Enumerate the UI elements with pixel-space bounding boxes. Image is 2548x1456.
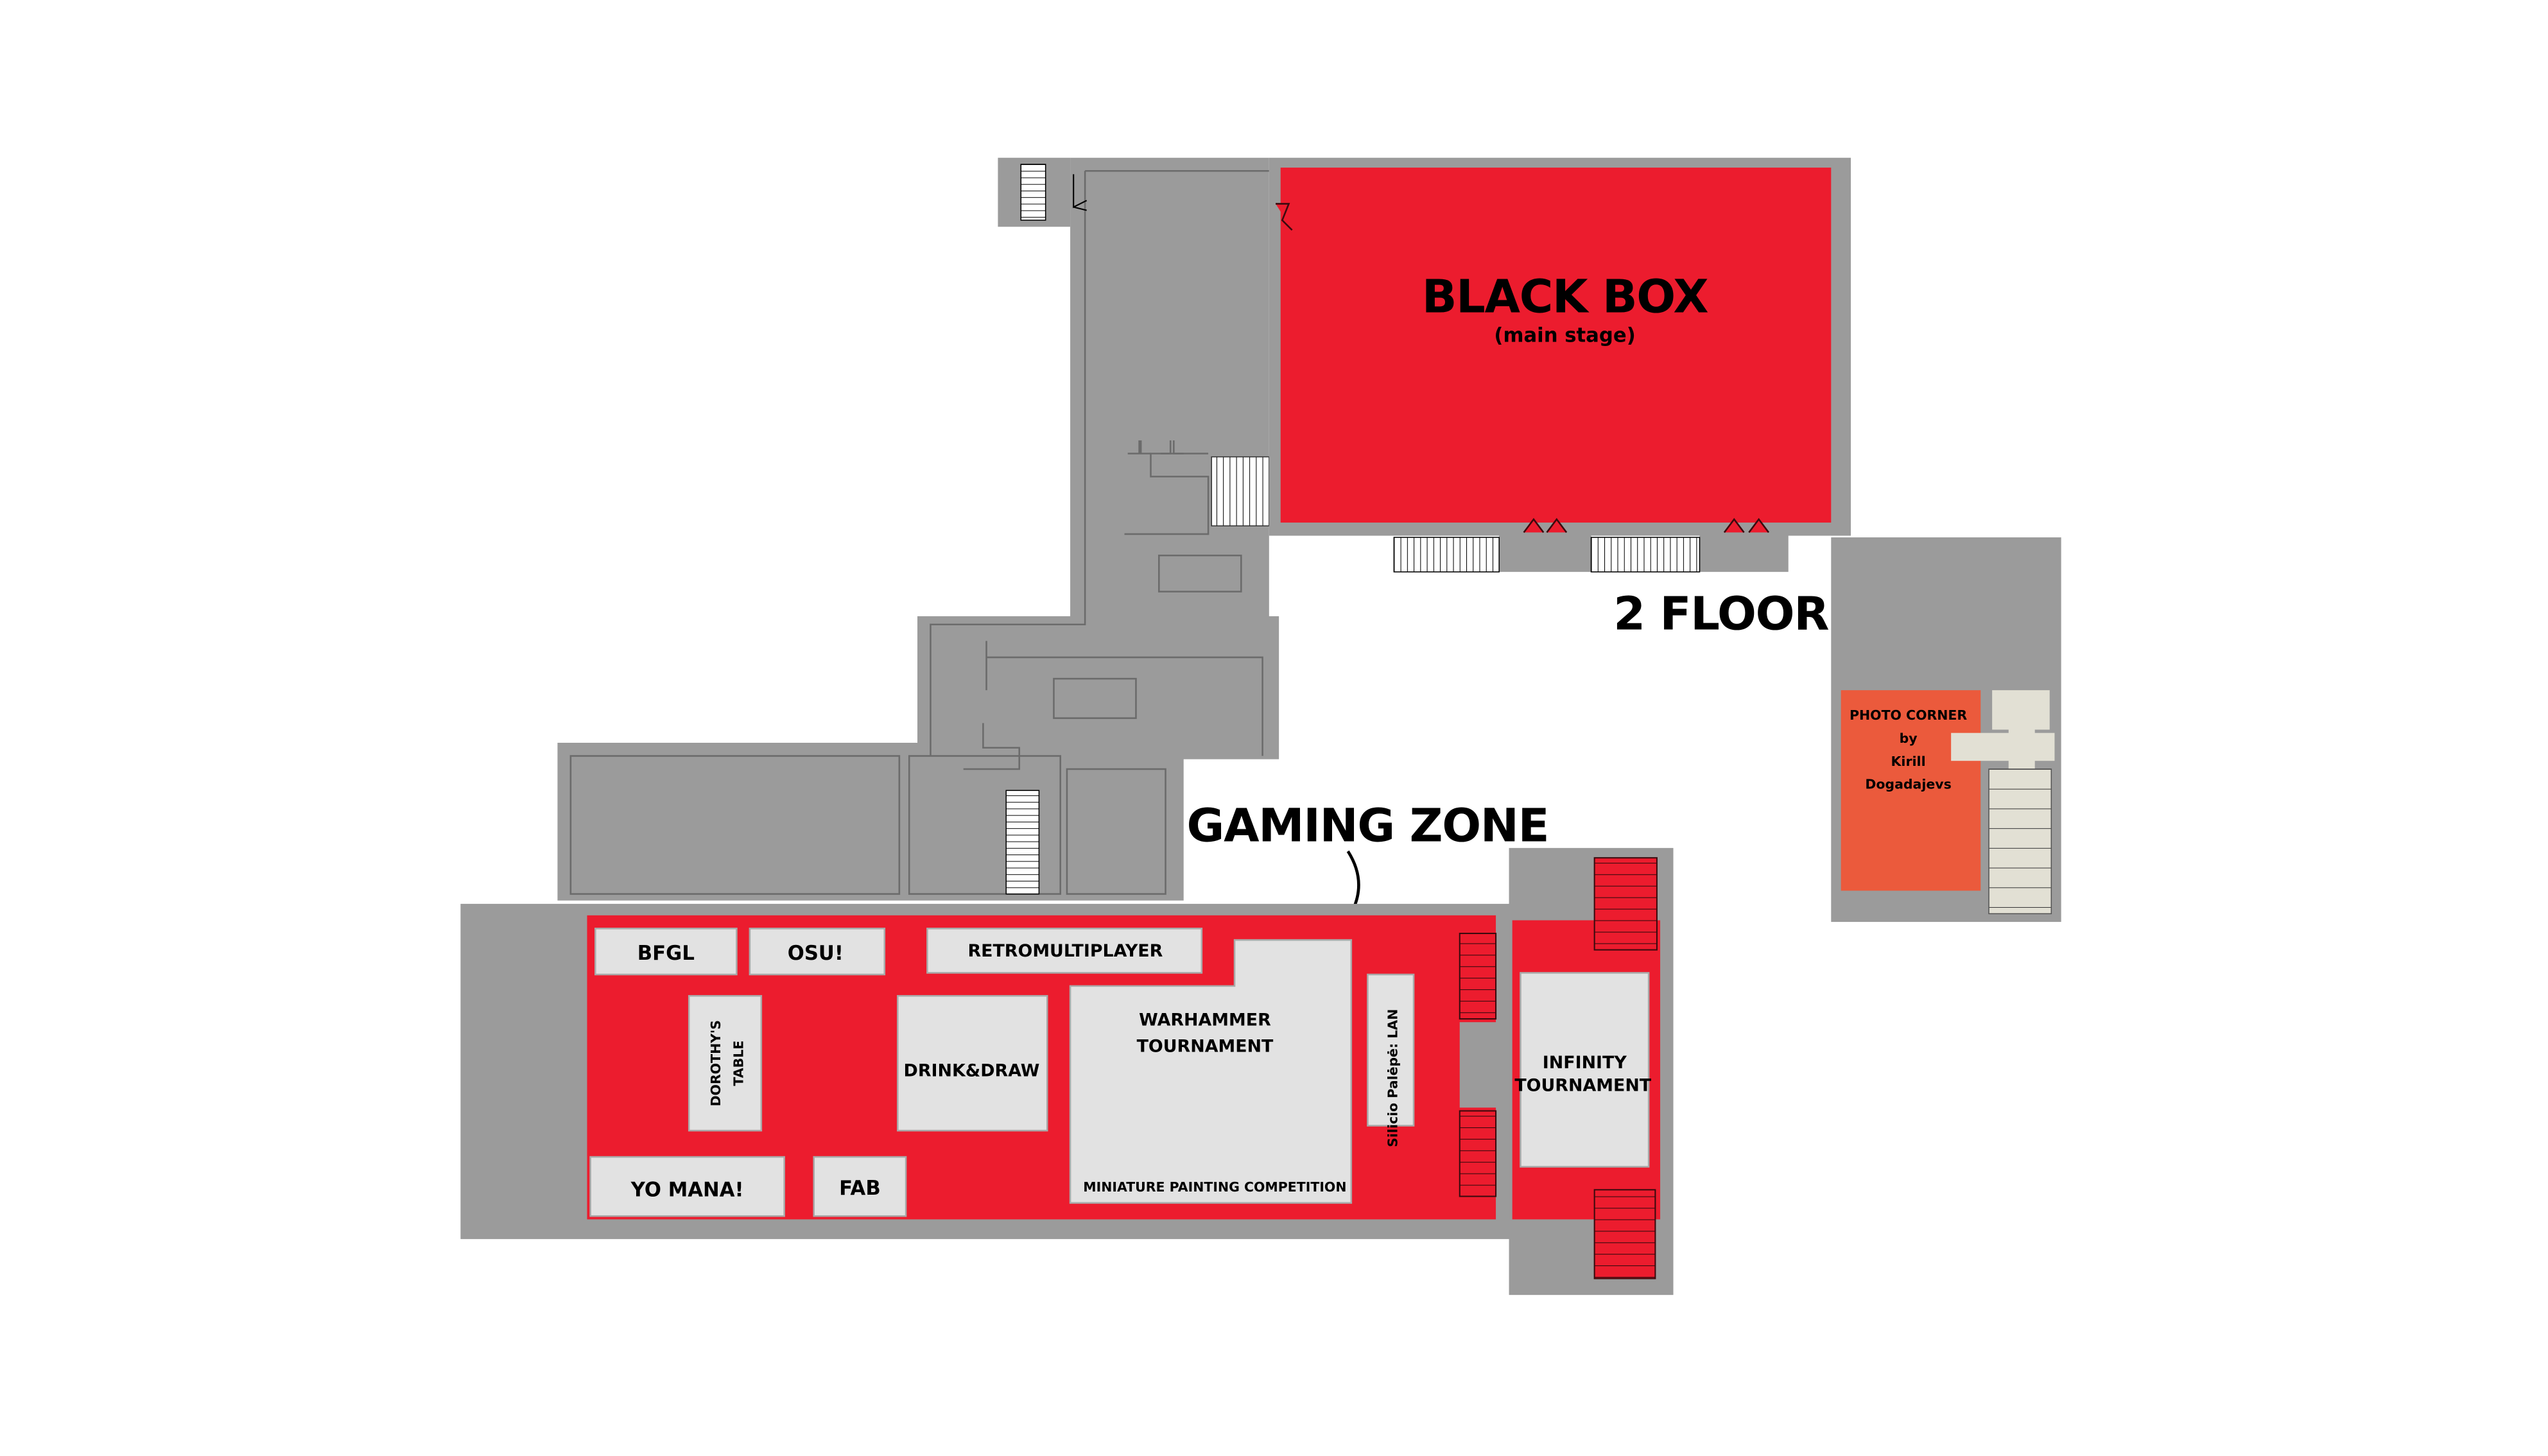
room-silicio-lan[interactable]: Silicio Palėpė: LAN (1367, 973, 1415, 1147)
room-label: TOURNAMENT (1137, 1036, 1274, 1056)
stairs-icon (1590, 537, 1701, 573)
stairs-icon (1459, 932, 1497, 1020)
room-fab[interactable]: FAB (813, 1156, 907, 1217)
room-retromultiplayer[interactable]: RETROMULTIPLAYER (926, 928, 1203, 974)
photo-corner-author-first: Kirill (1891, 754, 1926, 769)
gaming-zone-title: GAMING ZONE (1187, 799, 1549, 853)
room-label: TABLE (731, 1041, 747, 1086)
black-box-title: BLACK BOX (1422, 269, 1708, 323)
black-box-room (1280, 168, 1832, 523)
room-label: Silicio Palėpė: LAN (1385, 1009, 1400, 1147)
gaming-zone: BFGL OSU! RETROMULTIPLAYER DOROTHY'S TAB… (460, 847, 1674, 1296)
room-yo-mana[interactable]: YO MANA! (589, 1156, 785, 1217)
room-label: RETROMULTIPLAYER (967, 941, 1163, 961)
photo-corner-room (1841, 690, 1981, 891)
black-box-subtitle: (main stage) (1494, 324, 1635, 347)
stairs-icon (1593, 857, 1658, 951)
room-label: INFINITY (1543, 1053, 1627, 1073)
room-label: WARHAMMER (1139, 1010, 1271, 1030)
photo-corner-label: PHOTO CORNER (1850, 707, 1967, 723)
room-label: OSU! (788, 942, 844, 965)
room-label: YO MANA! (630, 1179, 744, 1202)
upper-building: BLACK BOX (main stage) (557, 157, 1851, 901)
room-bfgl[interactable]: BFGL (594, 928, 738, 976)
stairs-icon (1020, 164, 1046, 221)
room-osu[interactable]: OSU! (749, 928, 886, 976)
room-warhammer[interactable]: WARHAMMER TOURNAMENT MINIATURE PAINTING … (1069, 939, 1353, 1204)
room-drink-draw[interactable]: DRINK&DRAW (897, 994, 1048, 1132)
room-infinity[interactable]: INFINITY TOURNAMENT (1514, 972, 1652, 1168)
room-label: MINIATURE PAINTING COMPETITION (1083, 1179, 1346, 1195)
photo-corner-area: PHOTO CORNER by Kirill Dogadajevs (1831, 537, 2061, 923)
room-label: DRINK&DRAW (904, 1061, 1040, 1081)
room-label: DOROTHY'S (708, 1020, 724, 1106)
floor-label: 2 FLOOR (1613, 586, 1828, 640)
stairs-icon (1393, 537, 1500, 573)
room-label: BFGL (637, 942, 695, 965)
photo-corner-by: by (1900, 731, 1918, 746)
stairs-icon (1459, 1110, 1497, 1197)
room-label: TOURNAMENT (1514, 1076, 1651, 1096)
room-dorothys-table[interactable]: DOROTHY'S TABLE (688, 994, 763, 1132)
stairs-icon (1988, 768, 2052, 915)
photo-corner-author-last: Dogadajevs (1865, 777, 1951, 792)
room-label: FAB (839, 1177, 881, 1200)
stairs-icon (1593, 1189, 1656, 1279)
